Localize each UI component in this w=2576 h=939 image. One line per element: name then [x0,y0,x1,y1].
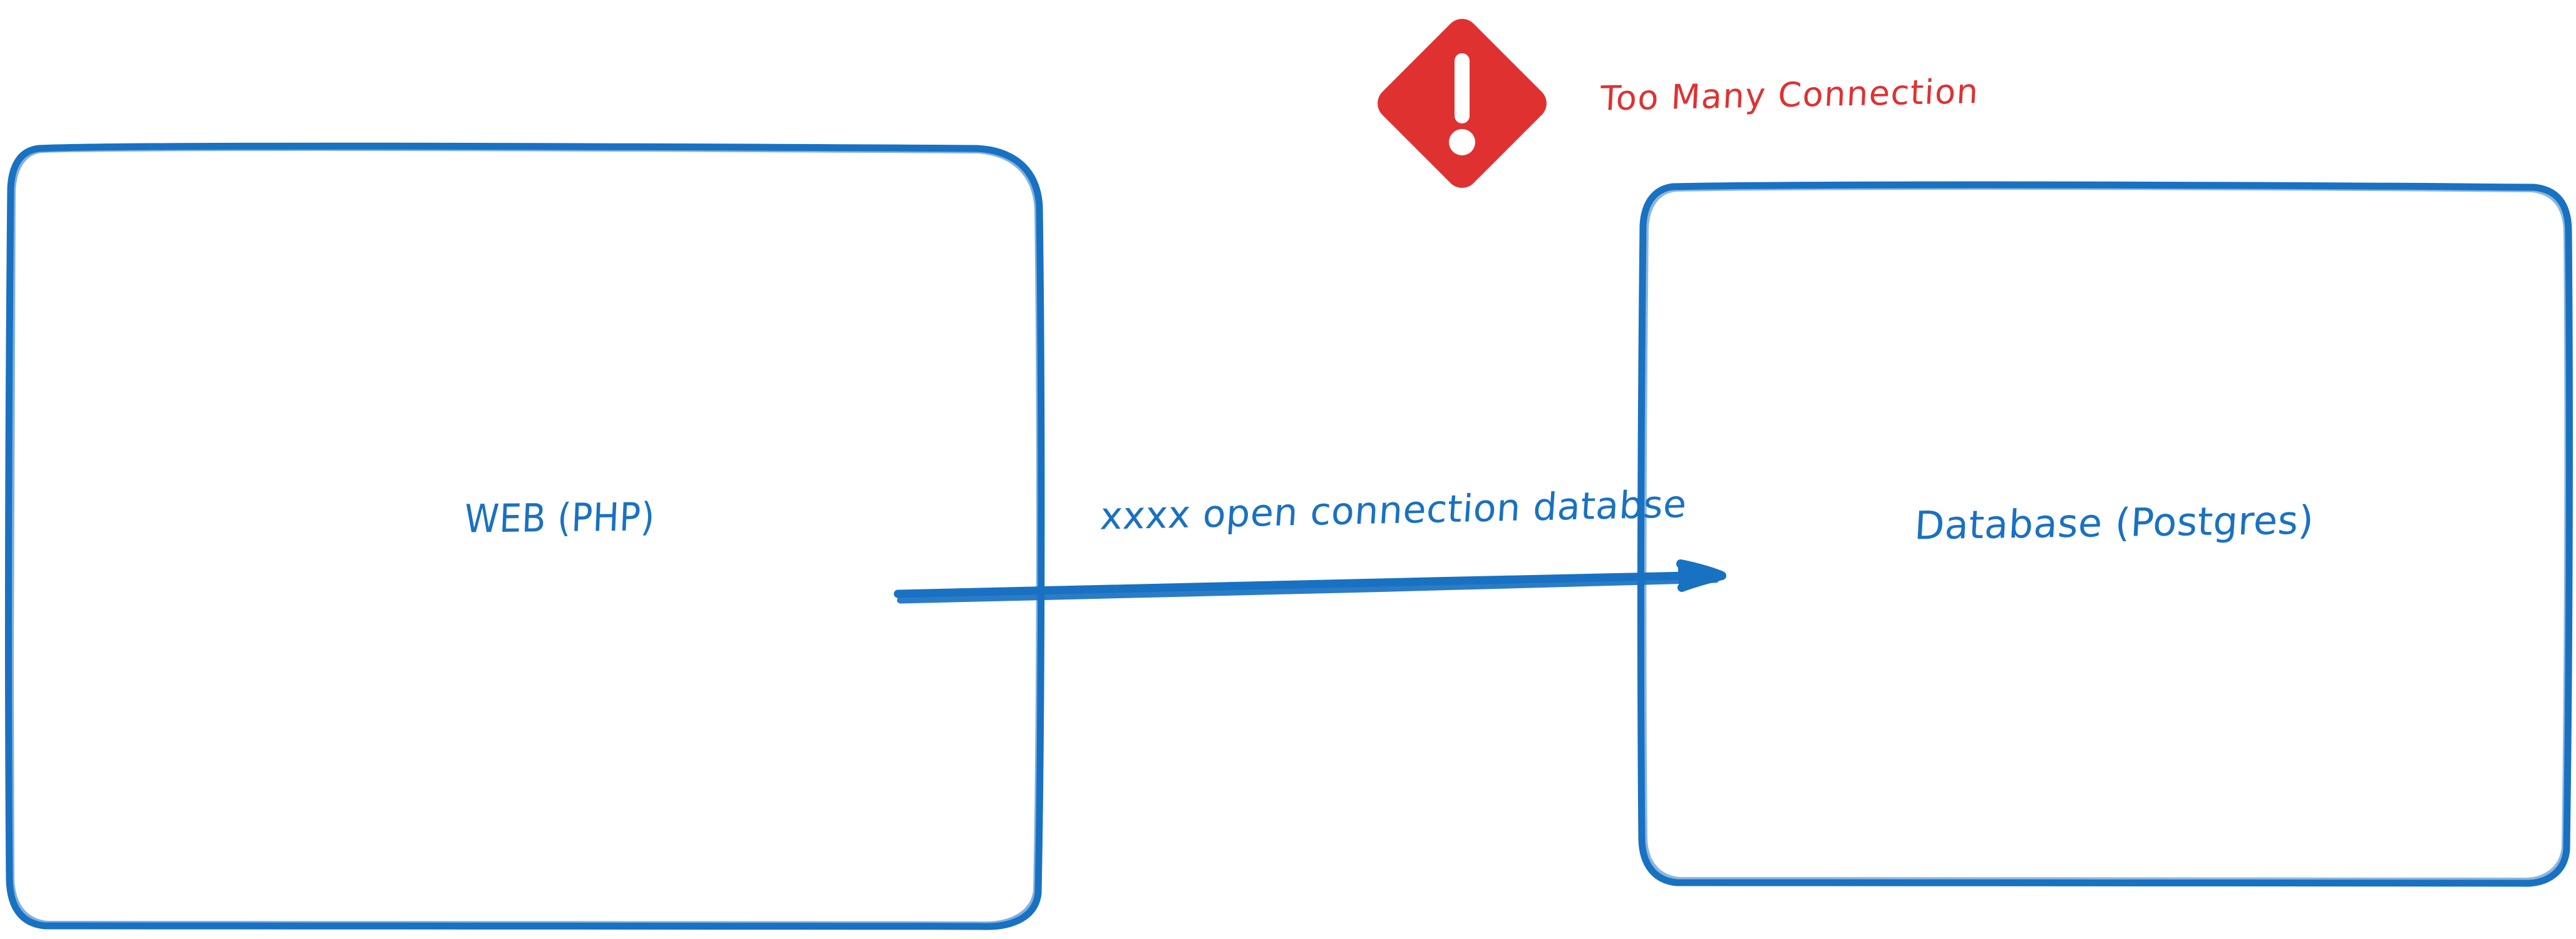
edge-open-connections[interactable] [894,559,1726,604]
edge-arrowhead-fill [1677,561,1726,591]
warning-exclamation-glyph [1449,53,1475,155]
node-database-outline [1637,181,2573,887]
edge-line-primary [894,571,1721,598]
node-web-outline-second-pass [9,147,1040,926]
node-database-label: Database (Postgres) [1913,497,2316,549]
node-database-outline-second-pass [1642,186,2568,882]
node-web-outline [5,142,1045,930]
edge-line-secondary [897,576,1719,604]
node-web[interactable] [5,142,1045,930]
node-web-label: WEB (PHP) [463,494,656,542]
too-many-connection-label: Too Many Connection [1599,71,1981,118]
node-database[interactable] [1637,181,2573,887]
warning-diamond-icon [1378,19,1547,188]
